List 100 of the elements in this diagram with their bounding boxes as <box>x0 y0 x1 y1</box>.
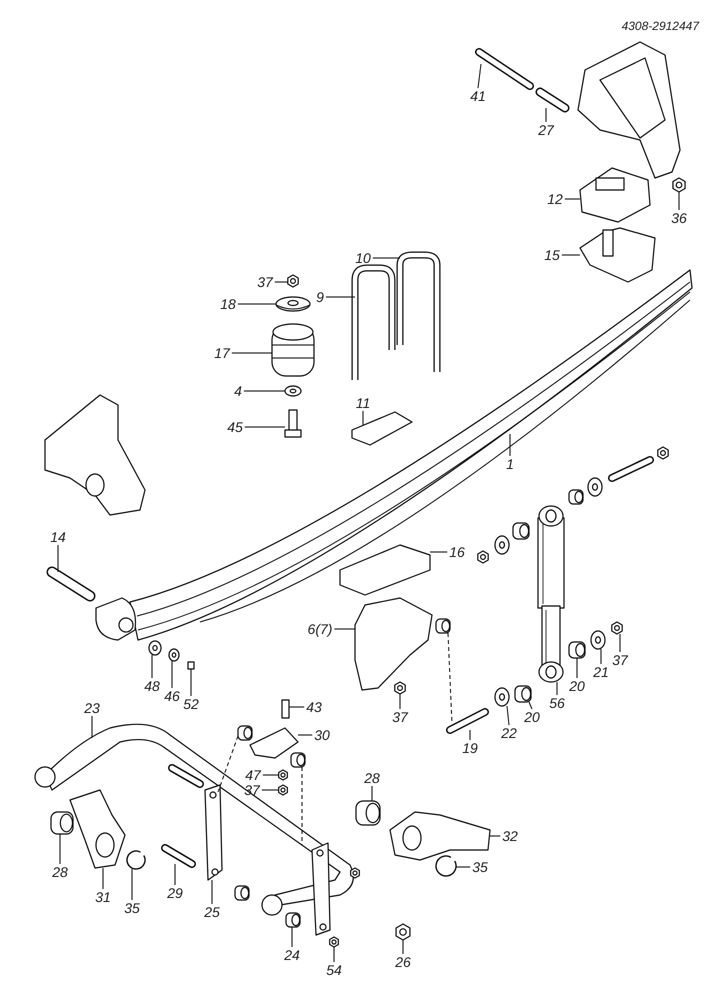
pin <box>168 764 204 788</box>
hex-nut <box>350 867 360 879</box>
callout-number: 18 <box>219 296 237 312</box>
callout-number: 37 <box>243 782 261 798</box>
callout-number: 35 <box>471 859 489 875</box>
leader-line <box>478 64 482 88</box>
callout-number: 16 <box>448 544 466 560</box>
clamp <box>311 842 331 936</box>
u-bolt <box>352 264 396 380</box>
hex-nut <box>287 274 299 288</box>
leader-line <box>243 390 286 392</box>
bushing <box>237 725 253 741</box>
hex-nut <box>395 923 411 941</box>
callout-number: 41 <box>469 88 487 104</box>
leader-line <box>190 668 192 696</box>
bolt <box>284 409 302 438</box>
leader-line <box>576 658 578 678</box>
pin <box>161 844 196 868</box>
callout-number: 37 <box>391 709 409 725</box>
retaining-ring <box>126 850 146 870</box>
callout-number: 36 <box>670 210 688 226</box>
leader-line <box>528 702 532 710</box>
leader-line <box>288 706 305 708</box>
callout-number: 14 <box>49 529 67 545</box>
callout-number: 10 <box>354 250 372 266</box>
callout-number: 37 <box>611 652 629 668</box>
bolt <box>475 48 534 90</box>
callout-number: 29 <box>166 885 184 901</box>
leader-line <box>561 254 580 256</box>
hex-nut <box>611 621 623 635</box>
spring-plate <box>339 544 431 596</box>
washer <box>494 687 510 707</box>
rubber-buffer <box>271 323 315 377</box>
bushing <box>50 811 74 835</box>
callout-number: 4 <box>233 383 243 399</box>
spring-plate <box>351 411 413 446</box>
sleeve <box>536 88 570 112</box>
callout-number: 22 <box>500 725 518 741</box>
callout-number: 9 <box>315 289 325 305</box>
bushing <box>514 685 532 703</box>
callout-number: 45 <box>226 419 244 435</box>
leader-line <box>456 866 471 868</box>
spring-pad <box>579 227 656 283</box>
washer <box>587 477 603 497</box>
callout-number: 20 <box>568 678 586 694</box>
bolt <box>281 699 290 719</box>
clamp <box>204 784 223 881</box>
callout-number: 25 <box>203 904 221 920</box>
leader-line <box>262 774 280 776</box>
pin <box>446 708 489 734</box>
callout-number: 19 <box>461 740 479 756</box>
callout-number: 46 <box>163 688 181 704</box>
callout-number: 24 <box>283 947 301 963</box>
bar-bracket <box>249 727 299 759</box>
bushing <box>285 912 301 928</box>
hex-nut <box>477 550 489 564</box>
callout-number: 15 <box>543 247 561 263</box>
callout-number: 31 <box>94 889 112 905</box>
bushing <box>568 641 586 659</box>
spring-bracket <box>44 394 146 516</box>
leader-line <box>402 940 404 954</box>
washer <box>275 296 311 312</box>
washer <box>148 640 162 656</box>
callout-number: 6(7) <box>306 621 334 637</box>
callout-number: 17 <box>213 345 231 361</box>
callout-number: 1 <box>505 456 515 472</box>
callout-number: 27 <box>537 122 555 138</box>
hex-nut <box>657 446 669 460</box>
shock-absorber <box>537 505 565 683</box>
washer <box>590 630 606 650</box>
leader-line <box>506 706 510 726</box>
leader-line <box>334 628 356 630</box>
callout-number: 26 <box>394 954 412 970</box>
hex-nut <box>672 177 686 193</box>
washer <box>494 535 510 555</box>
u-bolt <box>396 252 440 372</box>
leader-line <box>231 352 272 354</box>
washer <box>168 648 180 662</box>
leader-line <box>298 734 313 736</box>
callout-number: 32 <box>501 828 519 844</box>
callout-number: 28 <box>363 770 381 786</box>
callout-number: 12 <box>546 191 564 207</box>
callout-number: 35 <box>123 900 141 916</box>
bushing <box>234 885 250 901</box>
pin <box>608 456 654 482</box>
callout-number: 21 <box>592 664 610 680</box>
stabilizer-arm <box>69 789 126 869</box>
leader-line <box>325 296 356 298</box>
leader-line <box>244 426 286 428</box>
hex-nut <box>394 681 406 695</box>
bushing <box>435 618 451 634</box>
callout-number: 37 <box>256 274 274 290</box>
hex-nut <box>329 936 339 948</box>
bushing <box>290 752 306 768</box>
spring-pin <box>46 566 96 602</box>
bushing <box>512 522 530 540</box>
leaf-spring <box>129 269 693 641</box>
callout-number: 54 <box>325 962 343 978</box>
callout-number: 20 <box>523 709 541 725</box>
shock-bracket <box>354 597 433 691</box>
